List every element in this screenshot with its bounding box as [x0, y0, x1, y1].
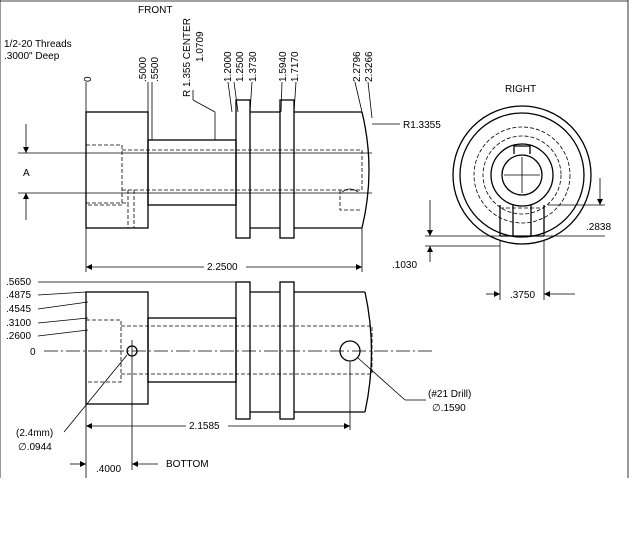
dim-bottom-arrow-right: [344, 423, 350, 429]
ordinate-label-0500: .5000: [138, 57, 149, 82]
dim-front-arrow-right: [356, 264, 362, 270]
section-arrowhead-bottom: [23, 193, 29, 199]
dim-offset-arrow-right: [132, 461, 138, 467]
bottom-flange-2: [279, 281, 295, 420]
dim-offset-arrow-left: [80, 461, 86, 467]
front-thread-bore: [85, 144, 123, 206]
front-flange-2: [279, 99, 295, 239]
dim-right-width-label: .3750: [510, 290, 535, 301]
right-rim-circle: [459, 112, 585, 238]
ordinate-label-2280: 2.2796: [352, 51, 363, 82]
ordinate-label-0550: .5500: [150, 57, 161, 82]
ordinate-line-2327: [367, 81, 373, 119]
bottom-ordinate-0565: .5650: [6, 277, 31, 288]
bottom-ord-line-0488: [37, 291, 87, 296]
front-hidden-slot: [86, 190, 135, 228]
ordinate-leader-center: [192, 99, 216, 113]
front-hidden-step: [339, 190, 362, 211]
front-end-arc: [361, 111, 370, 229]
ordinate-label-1200: 1.2000: [223, 51, 234, 82]
front-view: FRONT 1/2-20 Threads .3000" Deep 0 .5000…: [4, 5, 441, 273]
front-flange-1: [235, 99, 251, 239]
front-body-left: [85, 111, 149, 229]
ordinate-line-1594: [280, 81, 283, 113]
right-hidden-circle-2: [482, 135, 562, 215]
dim-front-length-bg: [204, 260, 246, 272]
dim-right-width-arrow-left: [494, 291, 500, 297]
bottom-ordinate-0: 0: [30, 347, 36, 358]
bottom-body-left: [85, 291, 149, 405]
bottom-ordinate-0455: .4545: [6, 304, 31, 315]
dim-right-width-arrow-right: [544, 291, 550, 297]
dim-bottom-arrow-left: [86, 423, 92, 429]
right-bore-circle: [501, 154, 543, 196]
right-outer-circle: [452, 105, 592, 245]
bottom-ord-line-0260: [37, 329, 89, 337]
section-label: A: [23, 168, 30, 179]
ordinate-label-1250: 1.2500: [235, 51, 246, 82]
ordinate-label-1070: 1.0709: [195, 31, 206, 62]
dim-bottom-length-bg: [186, 419, 228, 431]
ordinate-label-1717: 1.7170: [290, 51, 301, 82]
radius-label: R1.3355: [403, 120, 441, 131]
right-hidden-circle-1: [473, 126, 571, 224]
front-small-arc: [341, 188, 359, 193]
dim-right-small-arrow-bottom: [427, 246, 433, 252]
bottom-view: .5650 .4875 .4545 .3100 .2600 0 (2.4mm) …: [6, 277, 471, 478]
front-body-right: [250, 111, 362, 229]
bottom-ordinate-0488: .4875: [6, 290, 31, 301]
mm-hole-dia-label: ∅.0944: [18, 442, 52, 453]
ordinate-line-2280: [354, 81, 363, 113]
dim-offset-label: .4000: [96, 464, 121, 475]
leader-mm-hole: [63, 354, 128, 433]
right-view: RIGHT .2838 .1030 .3750: [392, 84, 611, 301]
ordinate-label-1373: 1.3730: [248, 51, 259, 82]
threads-note: 1/2-20 Threads: [4, 39, 72, 50]
leader-drill21: [357, 357, 406, 401]
bottom-ordinate-0260: .2600: [6, 331, 31, 342]
front-through-bore: [122, 149, 363, 191]
bottom-ord-line-0310: [37, 317, 89, 324]
bottom-flange-1: [235, 281, 251, 420]
dim-right-height-arrow: [597, 199, 603, 205]
bottom-ordinate-0310: .3100: [6, 318, 31, 329]
bottom-neck: [147, 317, 237, 383]
ordinate-line-1250: [233, 81, 239, 113]
dim-front-length-label: 2.2500: [207, 262, 238, 273]
bottom-through-bore: [121, 325, 373, 375]
mm-hole-label: (2.4mm): [16, 428, 53, 439]
ordinate-line-1200: [227, 81, 233, 113]
bottom-view-title: BOTTOM: [166, 459, 209, 470]
right-slot: [499, 205, 545, 237]
threads-depth-note: .3000" Deep: [4, 51, 60, 62]
bottom-hole-drill21: [339, 340, 361, 362]
ordinate-label-2327: 2.3266: [364, 51, 375, 82]
drill21-label: (#21 Drill): [428, 389, 471, 400]
dim-right-small-arrow-top: [427, 230, 433, 236]
ordinate-label-center: R 1.355 CENTER: [182, 18, 193, 97]
dim-front-arrow-left: [86, 264, 92, 270]
bottom-ord-line-0455: [37, 301, 89, 310]
drill21-dia-label: ∅.1590: [432, 403, 466, 414]
right-view-title: RIGHT: [505, 84, 536, 95]
section-arrowhead-top: [23, 147, 29, 153]
dim-bottom-length-label: 2.1585: [189, 421, 220, 432]
dim-right-small-label: .1030: [392, 260, 417, 271]
bottom-body-right: [250, 291, 365, 413]
ordinate-label-1594: 1.5940: [278, 51, 289, 82]
right-shoulder-circle: [490, 143, 554, 207]
ordinate-label-0: 0: [83, 76, 94, 82]
right-keyway: [513, 145, 531, 154]
bottom-end-arc: [364, 291, 373, 413]
dim-right-height-label: .2838: [586, 222, 611, 233]
front-view-title: FRONT: [138, 5, 172, 16]
